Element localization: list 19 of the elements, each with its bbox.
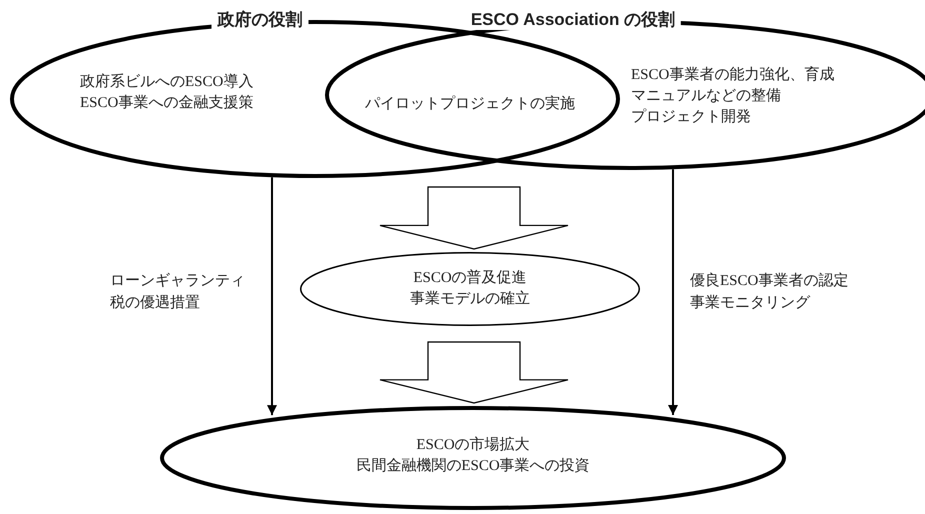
role-heading: 政府の役割: [212, 10, 308, 30]
arrow: [668, 169, 678, 415]
node-text: 民間金融機関のESCO事業への投資: [356, 456, 590, 476]
node-text: プロジェクト開発: [631, 107, 751, 127]
block-arrow: [379, 341, 569, 404]
node-text: ESCOの市場拡大: [416, 435, 530, 455]
node-text: マニュアルなどの整備: [631, 87, 781, 106]
edge-label: ローンギャランティ税の優遇措置: [110, 272, 246, 313]
node-text: ESCOの普及促進: [413, 268, 527, 288]
arrow: [267, 177, 277, 416]
edge-label: 優良ESCO事業者の認定事業モニタリング: [690, 271, 850, 313]
node-text: ESCO事業者の能力強化、育成: [631, 65, 834, 85]
node-text: 政府系ビルへのESCO導入: [80, 72, 254, 92]
node-text: 事業モデルの確立: [410, 289, 530, 309]
block-arrow: [379, 186, 569, 250]
overlap-text: パイロットプロジェクトの実施: [365, 94, 575, 114]
node-text: ESCO事業への金融支援策: [80, 94, 254, 113]
ellipse-node: [160, 406, 786, 510]
ellipse-node: [300, 252, 640, 326]
